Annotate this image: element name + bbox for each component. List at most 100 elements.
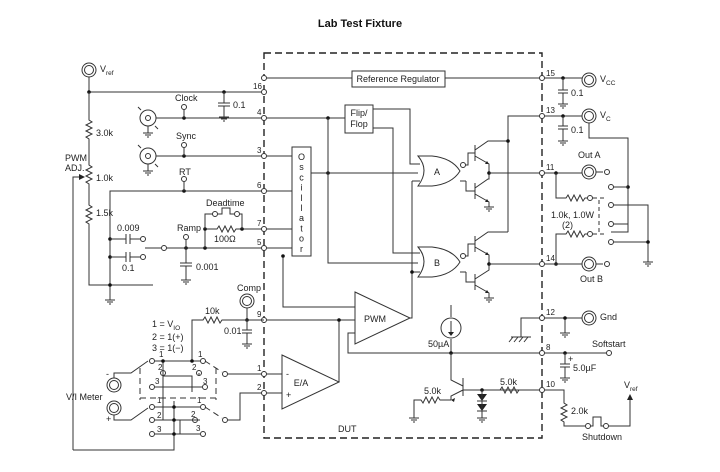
vref-shutdown-label: Vref xyxy=(624,380,638,393)
sync-label: Sync xyxy=(176,131,197,141)
pin-11-label: 11 xyxy=(546,163,555,172)
sw-pos-r3b: 3 xyxy=(196,424,201,433)
pin-4-label: 4 xyxy=(257,108,262,117)
reference-regulator-label: Reference Regulator xyxy=(356,74,439,84)
out-a-terminal[interactable] xyxy=(581,164,597,180)
sw-pos-r2: 2 xyxy=(192,363,197,372)
gnd-wire xyxy=(545,317,582,338)
deadtime-pushbutton[interactable] xyxy=(212,207,240,217)
switch-interconnects xyxy=(73,360,202,451)
r-10k-value: 10k xyxy=(205,306,220,316)
oscillator-letter: r xyxy=(300,244,303,254)
gnd-terminal[interactable] xyxy=(581,310,597,326)
out-b-label: Out B xyxy=(580,274,603,284)
cap-01-jumper[interactable] xyxy=(140,254,146,260)
vc-internal-rail xyxy=(507,115,542,232)
oscillator-letter: l xyxy=(301,203,303,213)
vc-terminal[interactable] xyxy=(581,108,597,124)
r-1k-value: 1.0k xyxy=(96,173,114,183)
vref-label: Vref xyxy=(100,64,114,77)
out-a-test-point[interactable] xyxy=(604,169,610,175)
cap-0001 xyxy=(180,248,192,285)
flip-flop-block xyxy=(344,104,374,134)
vi-meter-plus-terminal[interactable] xyxy=(106,400,122,416)
sync-bnc-connector[interactable] xyxy=(137,144,159,176)
clock-test-point[interactable] xyxy=(181,104,187,110)
oscillator-letter: i xyxy=(301,183,303,193)
ramp-test-point[interactable] xyxy=(183,234,189,240)
sw-pos-r1b: 1 xyxy=(197,396,202,405)
sync-test-point[interactable] xyxy=(181,142,187,148)
rt-test-point[interactable] xyxy=(181,176,187,182)
pwm-adj-divider xyxy=(84,92,153,286)
flip-flop-outputs xyxy=(373,108,420,254)
cap-01-timing xyxy=(110,252,140,262)
oscillator-letter: s xyxy=(299,162,304,172)
ramp-label: Ramp xyxy=(177,223,201,233)
pin-15-label: 15 xyxy=(546,69,555,78)
shutdown-to-vref xyxy=(609,398,631,427)
vi-meter-minus-terminal[interactable] xyxy=(106,377,122,393)
sw-pos-1b: 1 xyxy=(157,396,162,405)
meter-switch-left[interactable] xyxy=(139,358,216,437)
shutdown-label: Shutdown xyxy=(582,432,622,442)
sw-pos-r2b: 2 xyxy=(191,410,196,419)
ea-minus-label: - xyxy=(286,369,289,379)
sw-pos-3: 3 xyxy=(155,377,160,386)
ground-symbol xyxy=(105,299,115,305)
load-select-switch[interactable] xyxy=(593,184,614,245)
vi-meter-label: V/I Meter xyxy=(66,392,103,402)
output-transistors-a xyxy=(460,140,508,212)
internal-ground xyxy=(508,317,542,343)
vref-rail xyxy=(88,77,264,93)
pin-7-label: 7 xyxy=(257,219,262,228)
pwm-adj-wiper[interactable] xyxy=(72,174,85,450)
clock-label: Clock xyxy=(175,93,198,103)
comp-label: Comp xyxy=(237,283,261,293)
clock-bnc-connector[interactable] xyxy=(137,106,159,138)
vcc-label: VCC xyxy=(600,74,616,87)
pwm-comparator xyxy=(354,291,412,345)
vref-capacitor xyxy=(218,92,230,122)
diagram-title: Lab Test Fixture xyxy=(317,18,403,30)
meter-minus-label: - xyxy=(106,369,109,379)
sw-pos-3b: 3 xyxy=(157,425,162,434)
r-1k5-value: 1.5k xyxy=(96,208,114,218)
ramp-jumper[interactable] xyxy=(161,245,167,251)
cap-0001-value: 0.001 xyxy=(196,262,219,272)
cap-0009-jumper[interactable] xyxy=(140,236,146,242)
comp-capacitor xyxy=(242,320,252,349)
gate-b xyxy=(416,246,466,278)
error-amp-label: E/A xyxy=(294,378,309,388)
comp-capacitor-value: 0.01 xyxy=(224,326,242,336)
ramp-to-pwm xyxy=(282,256,355,308)
cap-0009-value: 0.009 xyxy=(117,223,140,233)
flip-flop-label-2: Flop xyxy=(350,119,368,129)
vref-terminal[interactable] xyxy=(81,62,97,78)
pin-1-label: 1 xyxy=(257,364,262,373)
oscillator-letter: O xyxy=(298,152,305,162)
cap-01-timing-value: 0.1 xyxy=(122,263,135,273)
oscillator-letter: c xyxy=(299,172,304,182)
vc-label: VC xyxy=(600,110,611,123)
meter-leads xyxy=(113,360,149,421)
vcc-terminal[interactable] xyxy=(581,72,597,88)
out-b-test-point[interactable] xyxy=(604,261,610,267)
gnd-label: Gnd xyxy=(600,312,617,322)
r-2k-value: 2.0k xyxy=(571,406,589,416)
softstart-capacitor-value: 5.0µF xyxy=(573,363,597,373)
pin-12-label: 12 xyxy=(546,308,555,317)
shutdown-pushbutton[interactable] xyxy=(585,416,609,429)
error-amplifier xyxy=(281,354,341,410)
load-resistor-b xyxy=(555,229,587,264)
current-source-label: 50µA xyxy=(428,339,449,349)
sw-pos-1: 1 xyxy=(159,350,164,359)
vc-capacitor-value: 0.1 xyxy=(571,125,584,135)
reference-regulator-block xyxy=(351,70,446,88)
out-b-terminal[interactable] xyxy=(581,256,597,272)
comp-terminal[interactable] xyxy=(239,293,255,309)
pin-13-label: 13 xyxy=(546,106,555,115)
pwm-to-gates xyxy=(411,180,420,296)
sw-pos-r3: 3 xyxy=(203,377,208,386)
softstart-test-point[interactable] xyxy=(606,350,612,356)
